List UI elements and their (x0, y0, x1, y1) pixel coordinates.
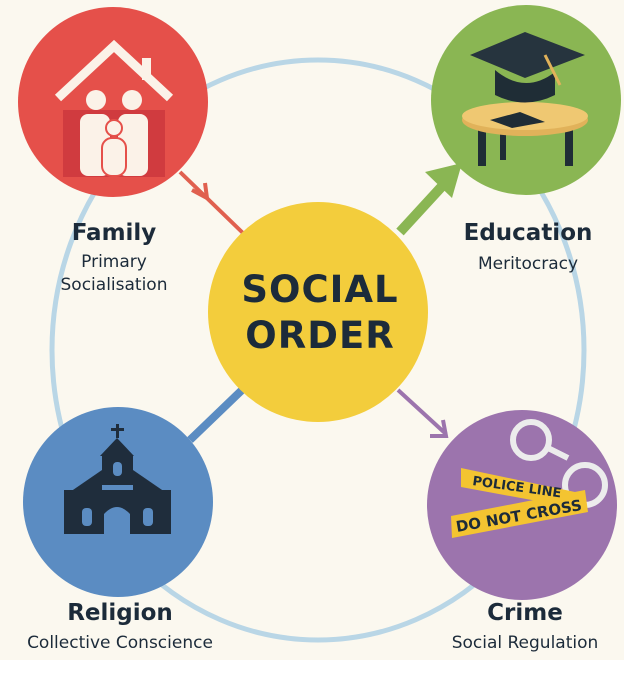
family-node (18, 7, 208, 197)
center-title-line1: SOCIAL (241, 268, 398, 311)
family-subtitle-line2: Socialisation (61, 275, 168, 295)
graduation-cap-desk-icon (462, 32, 588, 166)
religion-connector (187, 387, 245, 443)
religion-title: Religion (67, 600, 173, 626)
education-arrow (396, 163, 462, 236)
crime-title: Crime (487, 600, 563, 626)
family-title: Family (72, 220, 157, 246)
education-title: Education (464, 220, 593, 246)
family-arrow (178, 170, 247, 237)
crime-node: POLICE LINE DO NOT CROSS (427, 410, 617, 600)
connecting-ring (49, 57, 587, 643)
crime-subtitle: Social Regulation (452, 633, 599, 653)
education-subtitle: Meritocracy (478, 254, 578, 274)
education-node (431, 5, 621, 195)
family-house-icon (54, 39, 174, 177)
crime-arrow (396, 388, 449, 438)
religion-subtitle: Collective Conscience (27, 633, 213, 653)
social-order-center: SOCIAL ORDER (208, 202, 428, 422)
religion-node (23, 407, 213, 597)
center-title-line2: ORDER (245, 314, 394, 357)
family-subtitle-line1: Primary (81, 252, 147, 272)
